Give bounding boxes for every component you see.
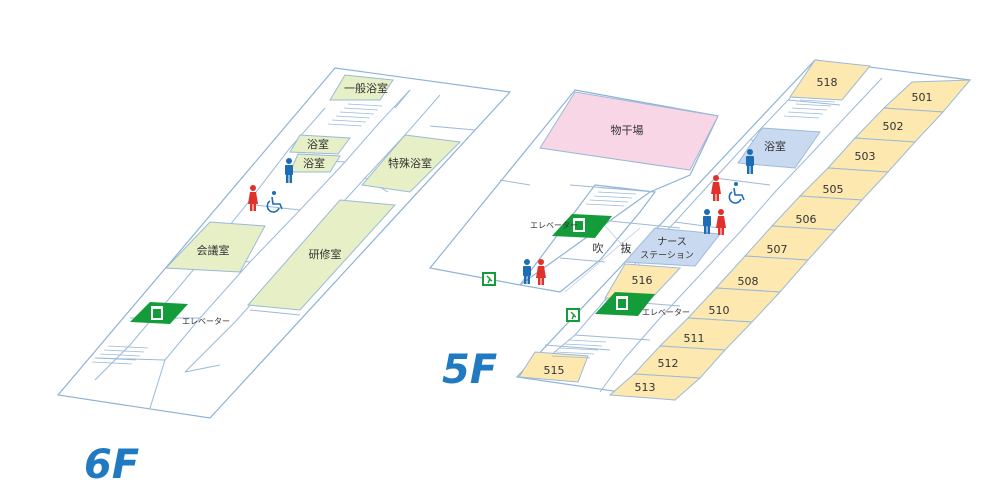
- floor-5f: 物干場 浴室 エレベーター エレベーター 吹 抜 ナース ステーション 518 …: [428, 59, 972, 401]
- floor-6f: 一般浴室 浴室 浴室 特殊浴室 会議室 研修室 エレベーター 6F: [56, 67, 512, 488]
- room-6f-bath-1: [289, 134, 351, 155]
- floor-6f-outline: [56, 67, 512, 419]
- label-5f-511: 511: [684, 332, 705, 345]
- female-restroom-icon: [711, 175, 721, 201]
- wheelchair-icon: [728, 182, 745, 204]
- elevator-icon: [595, 292, 655, 316]
- label-5f-506: 506: [796, 213, 817, 226]
- label-5f-513: 513: [635, 381, 656, 394]
- room-5f-nurse-station: [623, 227, 721, 267]
- label-5f-512: 512: [658, 357, 679, 370]
- female-restroom-icon: [716, 209, 726, 235]
- label-5f-505: 505: [823, 183, 844, 196]
- label-5f-atrium-1: 吹: [593, 242, 604, 255]
- room-5f-bath: [737, 127, 821, 169]
- elevator-icon: [130, 302, 188, 324]
- label-5f-502: 502: [883, 120, 904, 133]
- room-6f-meeting: [164, 221, 266, 273]
- emergency-exit-icon: [482, 272, 496, 286]
- label-5f-atrium-2: 抜: [621, 241, 632, 255]
- label-6f-training: 研修室: [309, 247, 342, 261]
- room-5f-drying: [539, 91, 719, 171]
- label-5f-501: 501: [912, 91, 933, 104]
- room-5f-right-strip: [608, 79, 972, 401]
- male-restroom-icon: [523, 259, 531, 284]
- stairs-icon: [783, 99, 836, 119]
- stairs-icon: [327, 103, 383, 127]
- label-5f-503: 503: [855, 150, 876, 163]
- label-5f-nurse-2: ステーション: [640, 250, 694, 261]
- label-5f-elevator-left: エレベーター: [530, 221, 578, 230]
- label-5f-508: 508: [738, 275, 759, 288]
- stairs-icon: [91, 345, 149, 365]
- label-5f-507: 507: [767, 243, 788, 256]
- room-6f-training: [246, 199, 397, 311]
- floor-6f-label: 6F: [84, 442, 139, 488]
- label-5f-516: 516: [632, 274, 653, 287]
- label-6f-bath-2: 浴室: [303, 156, 325, 170]
- female-restroom-icon: [248, 185, 258, 211]
- male-restroom-icon: [746, 149, 754, 174]
- room-6f-bath-special: [361, 134, 462, 193]
- label-5f-elevator-right: エレベーター: [642, 308, 690, 317]
- label-6f-meeting: 会議室: [197, 243, 230, 257]
- floor-5f-label: 5F: [442, 347, 497, 393]
- label-6f-elevator: エレベーター: [182, 317, 230, 326]
- label-5f-518: 518: [817, 76, 838, 89]
- stairs-icon: [585, 187, 641, 207]
- label-5f-nurse-1: ナース: [657, 236, 687, 248]
- room-5f-515: [518, 351, 589, 383]
- room-6f-bath-general: [329, 74, 394, 101]
- label-6f-bath-general: 一般浴室: [344, 81, 388, 95]
- label-5f-bath: 浴室: [764, 139, 786, 153]
- elevator-icon: [552, 214, 612, 238]
- label-6f-bath-1: 浴室: [307, 137, 329, 151]
- female-restroom-icon: [536, 259, 546, 285]
- label-6f-bath-special: 特殊浴室: [388, 156, 432, 170]
- stairs-icon: [551, 339, 607, 359]
- male-restroom-icon: [285, 158, 293, 183]
- label-5f-515: 515: [544, 364, 565, 377]
- room-5f-518: [789, 59, 871, 101]
- label-5f-510: 510: [709, 304, 730, 317]
- wheelchair-icon: [266, 191, 283, 213]
- emergency-exit-icon: [566, 308, 580, 322]
- male-restroom-icon: [703, 209, 711, 234]
- label-5f-drying: 物干場: [611, 123, 644, 137]
